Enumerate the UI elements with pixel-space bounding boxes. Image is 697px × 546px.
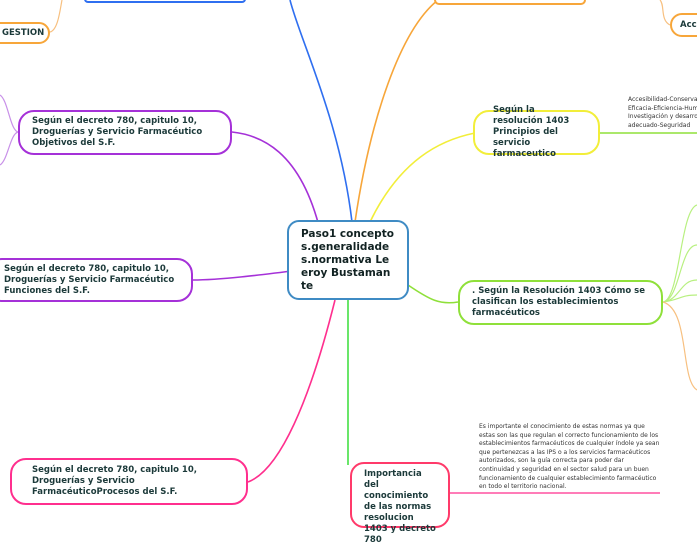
connector-lines bbox=[0, 0, 697, 494]
node-label: . Según la Resolución 1403 Cómo se clasi… bbox=[472, 286, 645, 318]
acc-node[interactable]: Acc bbox=[670, 13, 697, 37]
gestion-node[interactable]: GESTION bbox=[0, 22, 50, 44]
principios-note: Accesibilidad-Conservac Eficacia-Eficien… bbox=[628, 96, 697, 129]
importancia-note: Es importante el conocimiento de estas n… bbox=[479, 423, 660, 491]
node-label: Según el decreto 780, capitulo 10, Drogu… bbox=[32, 465, 197, 497]
node-label: Según la resolución 1403 Principios del … bbox=[493, 105, 570, 159]
node-label: Según el decreto 780, capitulo 10, Drogu… bbox=[32, 116, 203, 148]
node-label: Importancia del conocimiento de las norm… bbox=[364, 469, 436, 545]
central-node[interactable]: Paso1 conceptos.generalidades.normativa … bbox=[287, 220, 409, 300]
left-node-funciones[interactable]: Según el decreto 780, capitulo 10, Drogu… bbox=[0, 258, 193, 302]
gestion-label: GESTION bbox=[2, 27, 45, 38]
node-label: Según el decreto 780, capitulo 10, Drogu… bbox=[4, 263, 175, 296]
right-node-principios[interactable]: Según la resolución 1403 Principios del … bbox=[473, 105, 600, 159]
right-node-clasificacion[interactable]: . Según la Resolución 1403 Cómo se clasi… bbox=[458, 280, 663, 325]
right-node-importancia[interactable]: Importancia del conocimiento de las norm… bbox=[350, 462, 450, 545]
central-title: Paso1 conceptos.generalidades.normativa … bbox=[301, 227, 394, 292]
left-node-procesos[interactable]: Según el decreto 780, capitulo 10, Drogu… bbox=[10, 458, 248, 505]
acc-label: Acc bbox=[680, 19, 697, 30]
left-node-objetivos[interactable]: Según el decreto 780, capitulo 10, Drogu… bbox=[18, 110, 232, 155]
